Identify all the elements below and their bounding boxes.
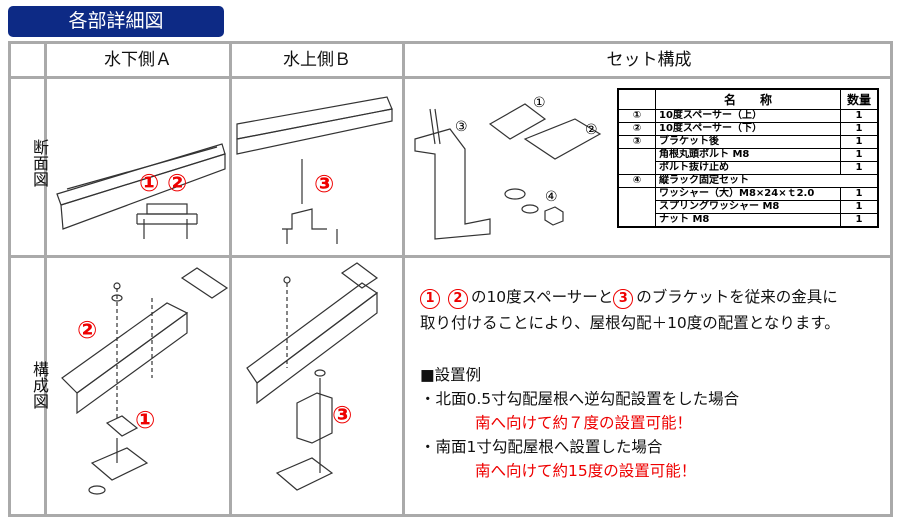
row-header-assembly: 構成図 (30, 361, 49, 409)
divider (229, 41, 232, 517)
part-qty: 1 (840, 122, 879, 136)
case-2-result: 南へ向けて約15度の設置可能！ (475, 462, 697, 480)
circled-1: 1 (420, 289, 440, 309)
part-qty: 1 (840, 161, 879, 175)
divider (44, 41, 47, 517)
assembly-callout-3: ③ (332, 401, 352, 429)
text: のブラケットを従来の金具に (636, 288, 838, 306)
example-heading: ■設置例 (420, 366, 482, 384)
assembly-a-drawing: ② ① (61, 267, 229, 495)
text: の10度スペーサーと (470, 288, 614, 306)
header-qty: 数量 (840, 88, 879, 110)
section-a-drawing: ① ② (56, 143, 226, 239)
column-header-low-side-a: 水下側Ａ (104, 50, 172, 70)
description-line-2: 取り付けることにより、屋根勾配＋10度の配置となります。 (420, 314, 840, 332)
part-qty: 1 (840, 213, 879, 228)
part-name: ブラケット後 (655, 135, 841, 149)
part-name: スプリングワッシャー M8 (655, 200, 841, 214)
part-no: ③ (617, 135, 656, 149)
divider (8, 76, 893, 79)
part-name: 10度スペーサー（下） (655, 122, 841, 136)
divider (8, 255, 893, 258)
assembly-b-drawing: ③ (246, 262, 379, 491)
part-qty: 1 (840, 187, 879, 201)
part-name: ボルト抜け止め (655, 161, 841, 175)
parts-callout-3: ③ (455, 119, 468, 135)
parts-callout-1: ① (533, 95, 546, 111)
part-no: ① (617, 109, 656, 123)
circled-3: 3 (613, 289, 634, 309)
case-2: ・南面1寸勾配屋根へ設置した場合 (420, 438, 663, 456)
part-no: ② (617, 122, 656, 136)
column-header-high-side-b: 水上側Ｂ (283, 50, 351, 70)
part-qty: 1 (840, 135, 879, 149)
part-name: 縦ラック固定セット (655, 174, 879, 188)
part-name: 10度スペーサー（上） (655, 109, 841, 123)
section-b-drawing: ③ (236, 96, 393, 244)
part-no: ④ (617, 174, 656, 188)
assembly-callout-2: ② (77, 316, 97, 344)
callout-1: ① (139, 169, 159, 197)
circled-2: 2 (447, 289, 468, 309)
row-header-section: 断面図 (30, 139, 49, 187)
case-1-result: 南へ向けて約７度の設置可能！ (475, 414, 693, 432)
part-name: ナット M8 (655, 213, 841, 228)
part-qty: 1 (840, 109, 879, 123)
title-badge: 各部詳細図 (8, 6, 224, 37)
parts-callout-2: ② (585, 122, 598, 138)
callout-2: ② (167, 169, 187, 197)
detail-grid (8, 41, 893, 517)
divider (402, 41, 405, 517)
parts-callout-4: ④ (545, 189, 558, 205)
parts-drawing: ③ ① ② ④ (414, 95, 602, 240)
callout-3: ③ (314, 170, 334, 198)
assembly-callout-1: ① (135, 406, 155, 434)
case-1: ・北面0.5寸勾配屋根へ逆勾配設置をした場合 (420, 390, 740, 408)
part-qty: 1 (840, 200, 879, 214)
column-header-set-contents: セット構成 (606, 50, 692, 70)
header-name: 名 称 (655, 88, 841, 110)
part-name: ワッシャー（大）M8×24×ｔ2.0 (655, 187, 841, 201)
part-name: 角根丸頭ボルト M8 (655, 148, 841, 162)
part-qty: 1 (840, 148, 879, 162)
